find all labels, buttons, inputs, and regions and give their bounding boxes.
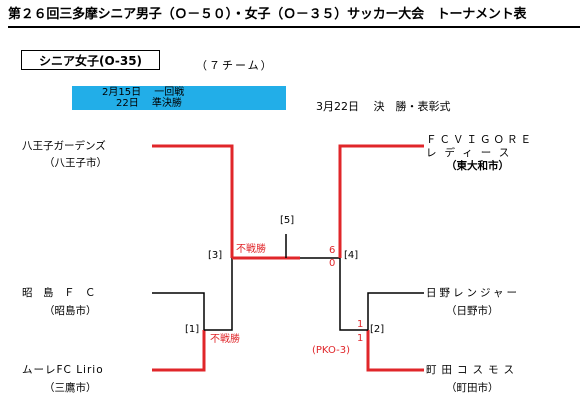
team-name-fcvigore: ＦＣＶＩＧＯＲＥ: [426, 134, 534, 146]
schedule-line-semifinal: 22日 準決勝: [116, 98, 182, 109]
team-name-hino: 日野レンジャー: [426, 287, 520, 299]
match-score-4-top: 6: [329, 245, 336, 256]
bracket-line-team4: [338, 144, 424, 258]
team-name-machida: 町田コスモス: [426, 364, 519, 376]
match-pk-2: (PKO-3): [312, 345, 350, 356]
team-city-machida: （町田市）: [446, 382, 499, 394]
team-count: （７チーム）: [196, 59, 274, 72]
match-number-5: [5]: [280, 215, 295, 226]
bracket-line-team5: [367, 292, 424, 330]
team-name-fcvigore-ladies: レディース: [426, 147, 518, 159]
bracket-line-team3: [152, 330, 206, 372]
match-number-4: [4]: [344, 250, 359, 261]
final-schedule: 3月22日 決 勝・表彰式: [316, 100, 451, 113]
bracket-line-match1-winner: [204, 258, 233, 331]
section-label: シニア女子(O-35): [21, 50, 160, 70]
match-score-2-bottom: 1: [357, 333, 364, 344]
bracket-line-match2-winner: [339, 258, 368, 331]
bracket-line-team1: [152, 144, 234, 258]
team-name-hachioji: 八王子ガーデンズ: [22, 140, 106, 152]
schedule-bar: 2月15日 一回戦 22日 準決勝: [72, 86, 286, 110]
match-score-2-top: 1: [357, 319, 364, 330]
page-title: 第２６回三多摩シニア男子（Ｏ－５０）・女子（Ｏ－３５）サッカー大会 トーナメント…: [8, 7, 580, 28]
team-city-hino: （日野市）: [446, 305, 499, 317]
schedule-line-first-round: 2月15日 一回戦: [102, 87, 185, 98]
team-city-hachioji: （八王子市）: [44, 157, 107, 169]
match-score-4-bottom: 0: [329, 258, 336, 269]
match-number-1: [1]: [185, 324, 200, 335]
team-city-higashiyamato: （東大和市）: [446, 160, 509, 172]
team-name-mure: ムーレFC Lirio: [22, 364, 104, 376]
match-result-1: 不戦勝: [210, 334, 240, 345]
bracket-line-team6: [366, 330, 424, 372]
match-number-3: [3]: [208, 250, 223, 261]
team-name-akishima: 昭 島 Ｆ Ｃ: [22, 287, 96, 299]
match-number-2: [2]: [370, 324, 385, 335]
team-city-akishima: （昭島市）: [44, 305, 97, 317]
match-result-3: 不戦勝: [236, 244, 266, 255]
team-city-mitaka: （三鷹市）: [44, 382, 97, 394]
bracket-line-team2: [152, 292, 205, 330]
